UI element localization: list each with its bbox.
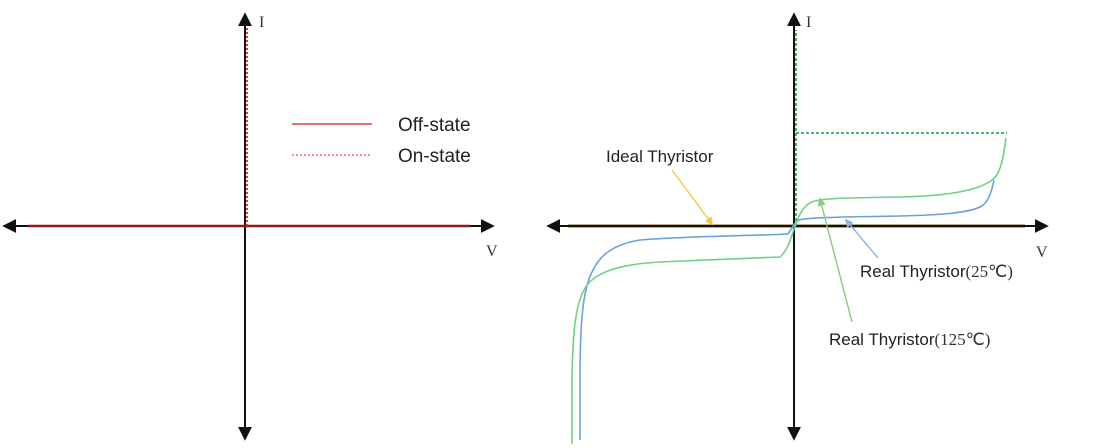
legend-on-state-label: On-state bbox=[398, 146, 471, 167]
left-diagram: I V Off-state On-state bbox=[2, 12, 498, 441]
ideal-thyristor-label: Ideal Thyristor bbox=[606, 147, 714, 166]
left-legend: Off-state On-state bbox=[292, 115, 471, 167]
right-x-axis-label: V bbox=[1036, 244, 1048, 261]
real-25c-pointer bbox=[844, 218, 879, 259]
real-thyristor-25c-label: Real Thyristor(25℃) bbox=[860, 262, 1013, 281]
real-125c-pointer bbox=[817, 197, 853, 323]
left-x-axis-label: V bbox=[486, 243, 498, 260]
ideal-thyristor-pointer bbox=[671, 169, 713, 226]
left-y-axis-label: I bbox=[259, 14, 264, 31]
legend-off-state-label: Off-state bbox=[398, 115, 471, 136]
real-125c-label-prefix: Real Thyristor bbox=[829, 330, 935, 349]
real-125c-label-suffix: (125℃) bbox=[935, 330, 991, 349]
right-y-axis-label: I bbox=[806, 14, 811, 31]
real-25c-label-prefix: Real Thyristor bbox=[860, 262, 966, 281]
right-diagram: I V Ideal Thyristor Real Thyristor(25℃) … bbox=[546, 12, 1049, 444]
real-thyristor-25c-curve bbox=[579, 179, 995, 440]
on-state-dashed-curve bbox=[795, 30, 1007, 226]
real-thyristor-125c-label: Real Thyristor(125℃) bbox=[829, 330, 990, 349]
real-thyristor-125c-curve bbox=[571, 137, 1007, 444]
real-25c-label-suffix: (25℃) bbox=[966, 262, 1013, 281]
